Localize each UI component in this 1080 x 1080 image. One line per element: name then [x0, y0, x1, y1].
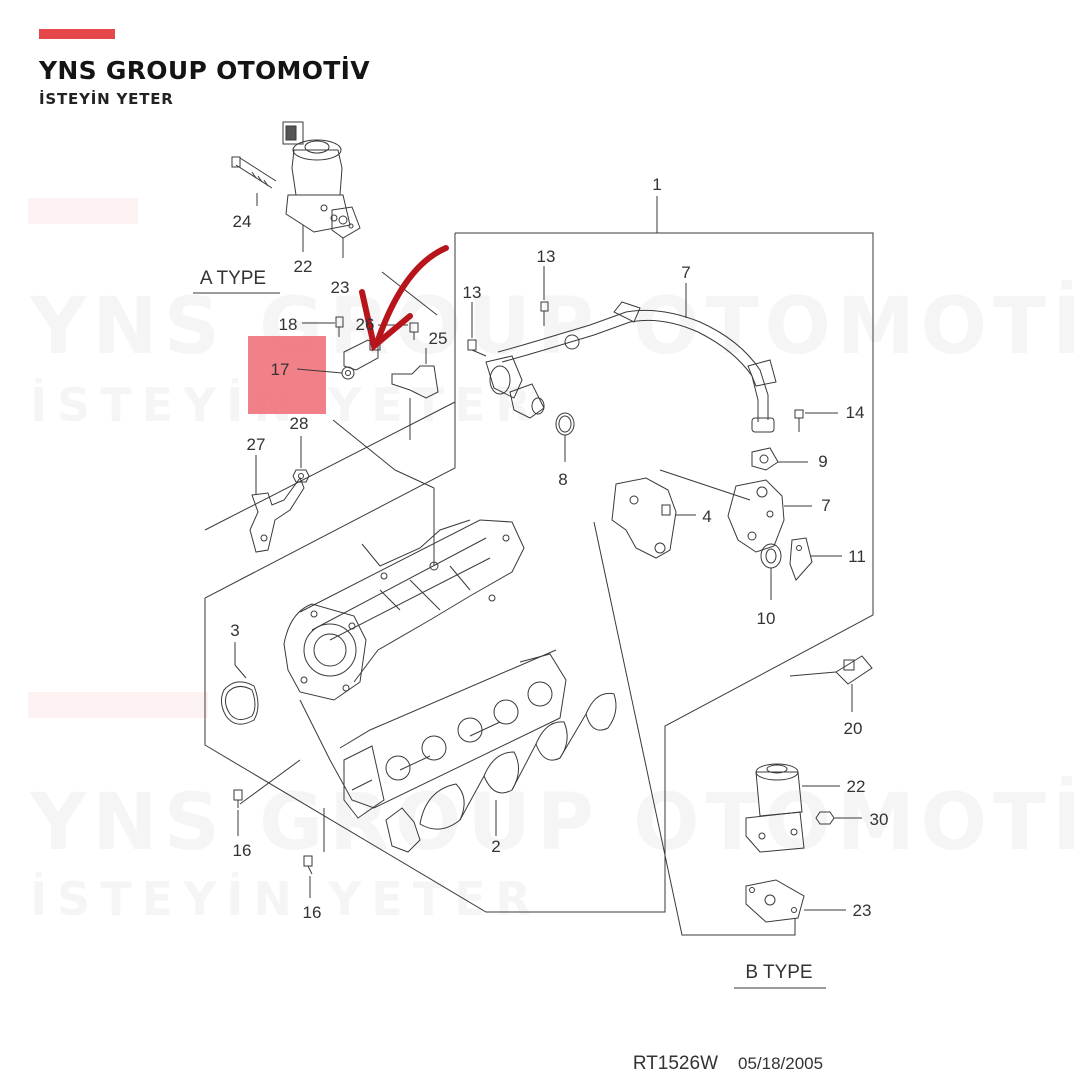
leader-line	[659, 469, 751, 501]
egr-valve-a-type	[282, 121, 351, 233]
leader-line	[296, 368, 343, 374]
o-ring-9-inner	[558, 415, 572, 433]
bolt-13	[467, 339, 487, 357]
leader-line	[381, 271, 438, 316]
nut-28	[292, 469, 310, 483]
callout-22: 22	[847, 777, 866, 796]
gasket-3	[385, 692, 617, 853]
gasket-4	[220, 681, 259, 725]
leader-line	[394, 469, 435, 489]
callout-17: 16	[233, 841, 252, 860]
type-b-label: B TYPE	[745, 962, 812, 983]
bracket-27	[249, 476, 305, 553]
egr-valve-b-type	[745, 763, 805, 853]
leader-line	[239, 759, 301, 805]
callout-8: 7	[681, 263, 690, 282]
callout-18: 17	[271, 360, 290, 379]
callout-25: 25	[429, 329, 448, 348]
assembly-outline	[204, 232, 874, 913]
bolt-14	[794, 409, 804, 432]
nut-30	[815, 811, 835, 825]
gasket-11-inner	[765, 548, 777, 564]
watermark-bar	[28, 198, 138, 224]
pipe-8	[485, 301, 777, 433]
leader-line	[332, 419, 396, 471]
plate-12	[789, 537, 813, 581]
callout-28: 28	[290, 414, 309, 433]
callout-20: 20	[844, 719, 863, 738]
gasket-23-b	[745, 879, 805, 923]
callout-14: 14	[846, 403, 865, 422]
callout-7: 4	[702, 507, 711, 526]
brand-slogan: İSTEYİN YETER	[39, 90, 174, 108]
drawing-code: RT1526W	[633, 1053, 718, 1074]
watermark-bar	[28, 692, 208, 718]
leader-line	[789, 671, 837, 677]
bracket-7-left	[611, 477, 677, 559]
bolt-19	[335, 316, 344, 337]
leader-line	[234, 664, 247, 679]
callout-23: 23	[331, 278, 350, 297]
bracket-7-right	[727, 479, 785, 553]
pointer-arrow	[359, 245, 449, 352]
gasket-11	[760, 543, 782, 569]
bolt-13	[540, 301, 549, 326]
callout-27: 27	[247, 435, 266, 454]
gasket-10	[751, 447, 779, 471]
callout-22: 22	[294, 257, 313, 276]
callout-1: 1	[652, 175, 661, 194]
drawing-date: 05/18/2005	[738, 1054, 823, 1073]
callout-26: 26	[356, 315, 375, 334]
bracket-25	[391, 365, 439, 399]
sensor-18	[341, 339, 381, 380]
gasket-23-a	[331, 206, 361, 239]
bolt-16	[303, 855, 313, 875]
bolt-26	[409, 322, 419, 340]
callout-23: 23	[853, 901, 872, 920]
callout-16: 16	[303, 903, 322, 922]
callout-19: 18	[279, 315, 298, 334]
callout-24: 24	[233, 212, 252, 231]
callout-12: 11	[848, 547, 866, 566]
callout-13: 13	[537, 247, 556, 266]
intake-manifold	[283, 519, 567, 819]
callout-7: 7	[821, 496, 830, 515]
callout-4: 3	[230, 621, 239, 640]
callout-3: 2	[491, 837, 500, 856]
callout-30: 30	[870, 810, 889, 829]
assembly-outline	[593, 521, 796, 936]
callout-10: 9	[818, 452, 827, 471]
callout-13: 13	[463, 283, 482, 302]
callout-11: 10	[757, 609, 776, 628]
bolt-17	[233, 789, 243, 808]
highlight-box	[248, 336, 326, 414]
assembly-outline	[204, 401, 456, 531]
bolt-24	[231, 156, 277, 189]
brand-accent-bar	[39, 29, 115, 39]
sensor-20	[835, 655, 873, 685]
brand-name: YNS GROUP OTOMOTİV	[39, 56, 370, 85]
callout-9: 8	[558, 470, 567, 489]
type-a-label: A TYPE	[200, 268, 266, 289]
